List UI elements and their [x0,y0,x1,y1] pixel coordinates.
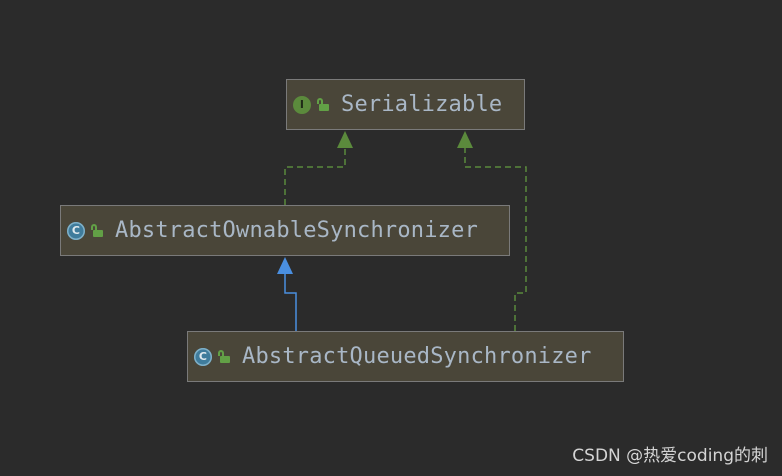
node-label: Serializable [341,92,503,117]
node-abstract-queued-synchronizer[interactable]: C AbstractQueuedSynchronizer [187,331,624,382]
edge-line [464,148,527,331]
interface-badge-icon: I [293,95,311,114]
edge-aos-implements-serializable [284,131,353,205]
class-badge-icon: C [67,221,85,240]
unlocked-padlock-icon [218,349,230,364]
edge-line [284,148,346,205]
unlocked-padlock-icon [317,97,329,112]
edge-aqs-implements-serializable [457,131,527,331]
watermark: CSDN @热爱coding的刺 [572,446,768,466]
arrowhead-icon [457,131,473,148]
node-label: AbstractOwnableSynchronizer [115,218,479,243]
node-abstract-ownable-synchronizer[interactable]: C AbstractOwnableSynchronizer [60,205,510,256]
arrowhead-icon [337,131,353,148]
edge-line [284,274,297,331]
arrowhead-icon [277,257,293,274]
unlocked-padlock-icon [91,223,103,238]
node-serializable[interactable]: I Serializable [286,79,525,130]
node-label: AbstractQueuedSynchronizer [242,344,592,369]
class-badge-icon: C [194,347,212,366]
edge-aqs-extends-aos [277,257,297,331]
